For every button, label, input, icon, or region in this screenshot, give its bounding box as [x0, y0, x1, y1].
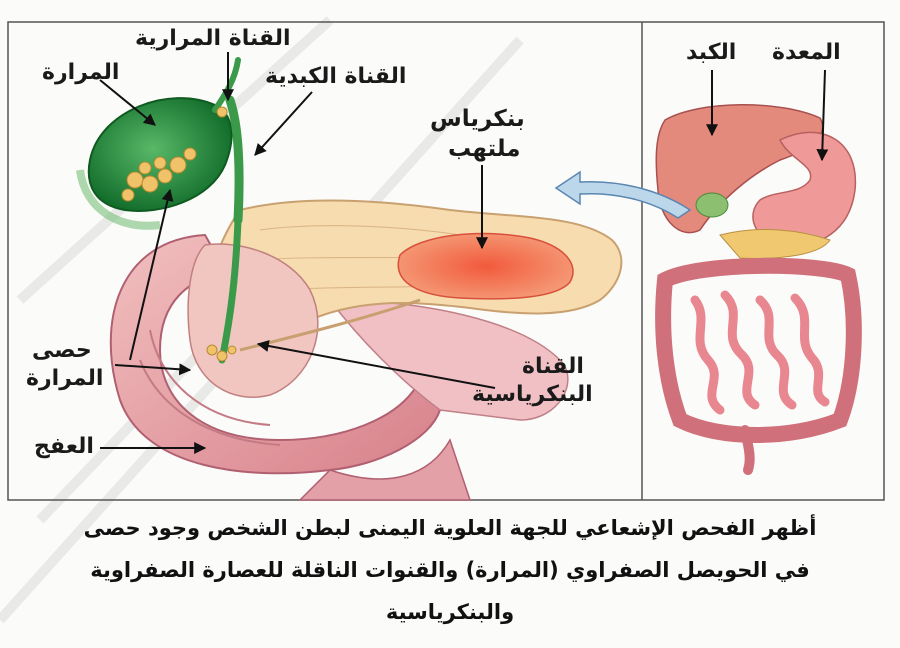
- label-hepatic-duct: القناة الكبدية: [265, 66, 406, 88]
- caption-line-1: أظهر الفحص الإشعاعي للجهة العلوية اليمنى…: [10, 516, 890, 540]
- caption-line-3: والبنكرياسية: [10, 600, 890, 624]
- caption-line-2: في الحويصل الصفراوي (المرارة) والقنوات ا…: [10, 558, 890, 582]
- inflamed-region: [398, 233, 573, 298]
- label-duodenum: العفج: [34, 436, 94, 458]
- label-inflamed-pancreas-1: بنكرياس: [430, 108, 525, 131]
- label-gallstones-2: المرارة: [26, 368, 103, 390]
- small-intestine: [695, 295, 825, 410]
- label-gallstones-1: حصى: [32, 340, 92, 362]
- small-gallbladder: [696, 193, 728, 217]
- label-pancreatic-duct-1: القناة: [522, 356, 584, 378]
- large-intestine: [663, 266, 854, 435]
- label-bile-duct: القناة المرارية: [135, 28, 291, 50]
- label-inflamed-pancreas-2: ملتهب: [448, 138, 521, 161]
- label-liver: الكبد: [686, 42, 736, 64]
- rectum: [745, 430, 750, 470]
- label-pancreatic-duct-2: البنكرياسية: [472, 384, 593, 406]
- label-stomach: المعدة: [772, 42, 841, 64]
- label-gallbladder: المرارة: [42, 62, 119, 84]
- gallbladder: [80, 98, 232, 226]
